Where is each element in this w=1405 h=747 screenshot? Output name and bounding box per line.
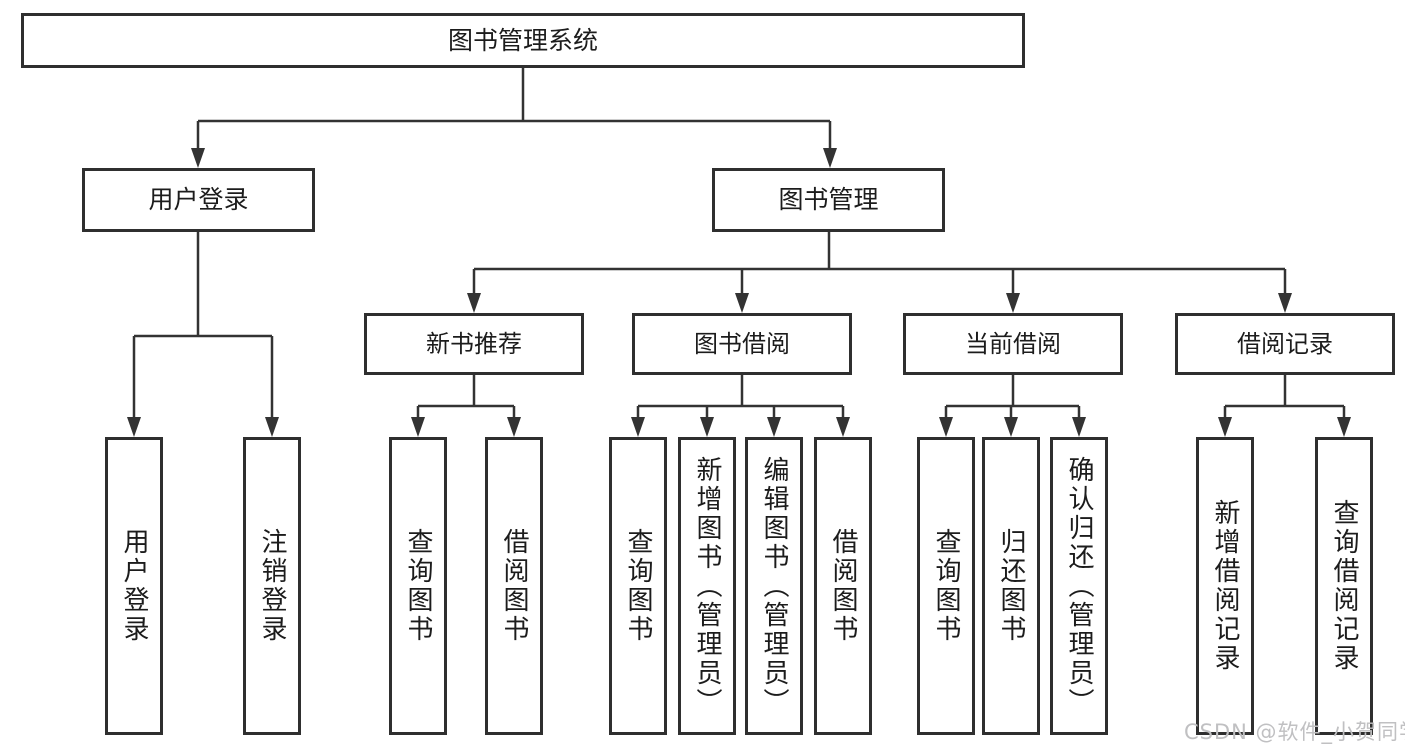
node-library-management-system: 图书管理系统 <box>21 13 1025 68</box>
leaf-edit-book-admin: 编辑图书（管理员） <box>745 437 803 735</box>
node-borrowing-records: 借阅记录 <box>1175 313 1395 375</box>
leaf-query-books-borrowing: 查询图书 <box>609 437 667 735</box>
leaf-add-borrow-record: 新增借阅记录 <box>1196 437 1254 735</box>
leaf-query-books-current: 查询图书 <box>917 437 975 735</box>
node-new-book-recommend: 新书推荐 <box>364 313 584 375</box>
leaf-borrow-books-recommend: 借阅图书 <box>485 437 543 735</box>
leaf-user-login: 用户登录 <box>105 437 163 735</box>
leaf-return-books: 归还图书 <box>982 437 1040 735</box>
leaf-query-borrow-record: 查询借阅记录 <box>1315 437 1373 735</box>
node-book-management: 图书管理 <box>712 168 945 232</box>
leaf-query-books-recommend: 查询图书 <box>389 437 447 735</box>
node-user-login: 用户登录 <box>82 168 315 232</box>
node-book-borrowing: 图书借阅 <box>632 313 852 375</box>
leaf-borrow-books-borrowing: 借阅图书 <box>814 437 872 735</box>
leaf-add-book-admin: 新增图书（管理员） <box>678 437 736 735</box>
csdn-watermark: CSDN @软件_小贺同学 <box>1184 720 1405 744</box>
node-current-borrowing: 当前借阅 <box>903 313 1123 375</box>
leaf-logout: 注销登录 <box>243 437 301 735</box>
leaf-confirm-return-admin: 确认归还（管理员） <box>1050 437 1108 735</box>
